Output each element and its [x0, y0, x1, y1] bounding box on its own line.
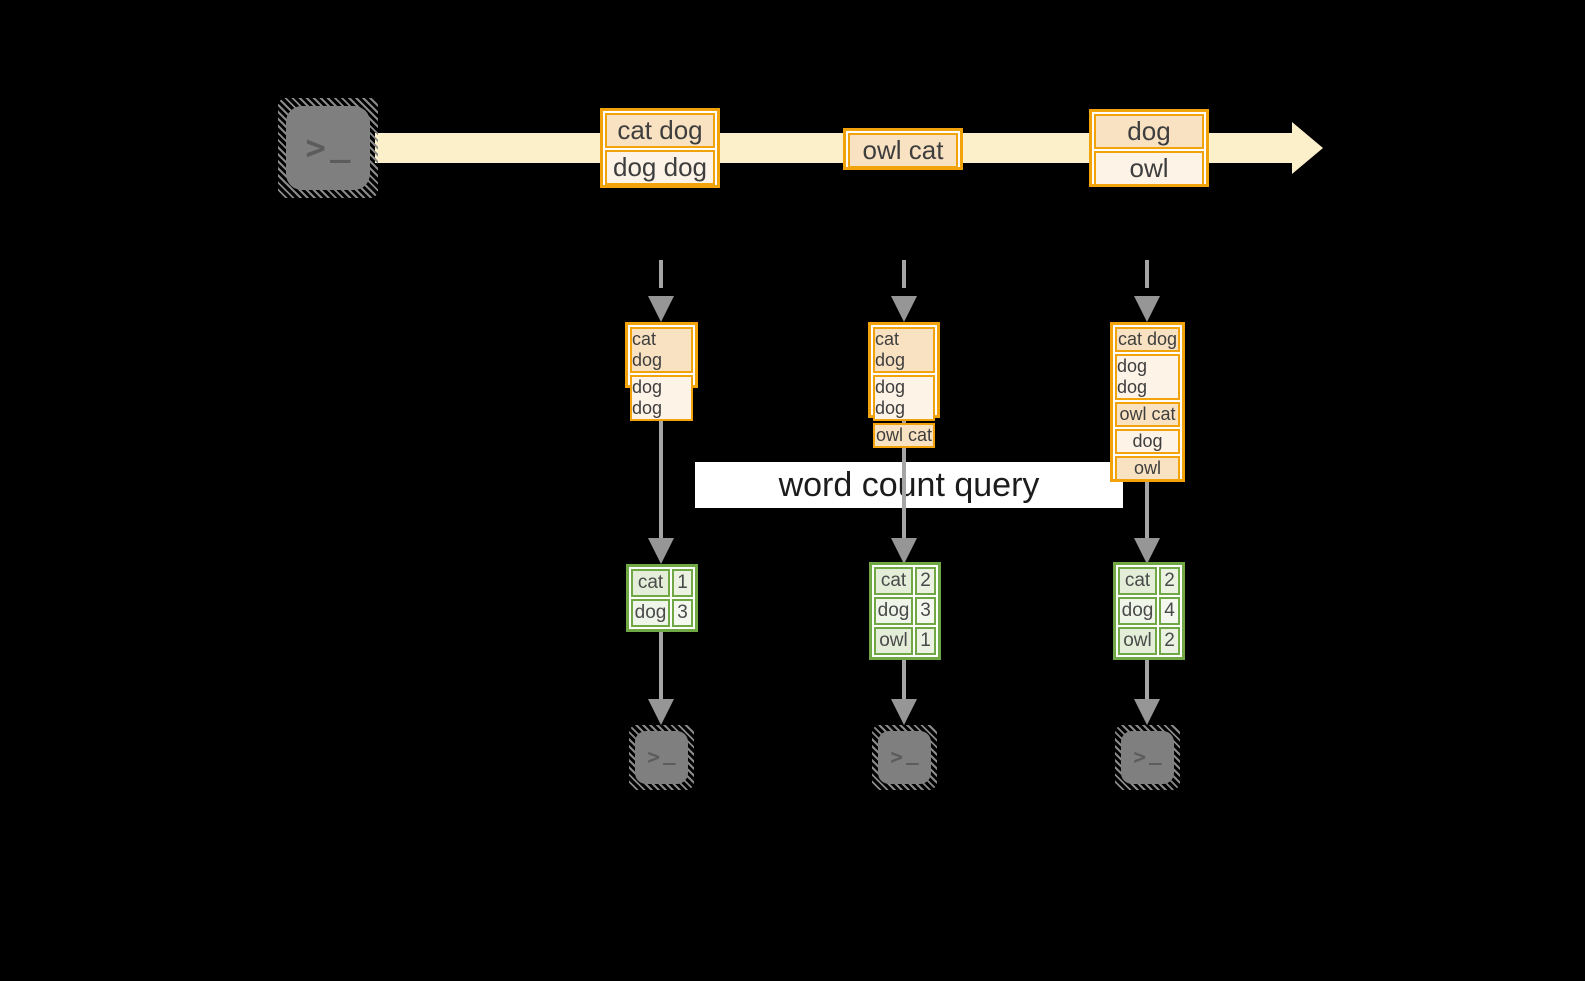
connector-line — [902, 660, 906, 699]
batch-cell: dog dog — [605, 150, 715, 185]
terminal-icon-body: > _ — [1121, 731, 1174, 784]
arrowhead-icon — [1134, 699, 1160, 725]
timeline-arrowhead-icon — [1292, 122, 1323, 174]
count-row: cat 2 — [874, 567, 936, 595]
counts-table-2: cat 2 dog 3 owl 1 — [869, 562, 941, 660]
terminal-prompt-icon: > _ — [305, 127, 351, 168]
count-row: owl 1 — [874, 627, 936, 655]
state-cell: dog dog — [1115, 354, 1180, 400]
prompt-cursor: _ — [1149, 741, 1162, 765]
connector-line — [902, 418, 906, 538]
count-value: 1 — [672, 569, 693, 597]
count-row: cat 2 — [1118, 567, 1180, 595]
prompt-cursor: _ — [663, 741, 676, 765]
count-word: cat — [631, 569, 670, 597]
count-row: cat 1 — [631, 569, 693, 597]
state-cell: dog — [1115, 429, 1180, 454]
terminal-icon-body: > _ — [286, 106, 370, 190]
count-word: dog — [1118, 597, 1157, 625]
count-word: owl — [1118, 627, 1157, 655]
terminal-icon-body: > _ — [878, 731, 931, 784]
count-row: dog 4 — [1118, 597, 1180, 625]
state-cell: owl — [1115, 456, 1180, 481]
count-word: cat — [1118, 567, 1157, 595]
count-value: 4 — [1159, 597, 1180, 625]
prompt-chevron: > — [890, 745, 903, 769]
counts-table-1: cat 1 dog 3 — [626, 564, 698, 632]
terminal-prompt-icon: > _ — [647, 743, 675, 769]
sink-terminal-icon-2: > _ — [872, 725, 937, 790]
connector-line — [1145, 482, 1149, 538]
prompt-cursor: _ — [330, 124, 351, 164]
count-word: dog — [874, 597, 913, 625]
sink-terminal-icon-3: > _ — [1115, 725, 1180, 790]
terminal-prompt-icon: > _ — [890, 743, 918, 769]
prompt-cursor: _ — [906, 741, 919, 765]
count-value: 2 — [915, 567, 936, 595]
terminal-icon-body: > _ — [635, 731, 688, 784]
count-row: owl 2 — [1118, 627, 1180, 655]
batch-box-3: dog owl — [1089, 109, 1209, 187]
state-box-1: cat dog dog dog — [625, 322, 698, 421]
prompt-chevron: > — [305, 128, 326, 168]
dashed-arrow-line-2 — [902, 260, 906, 288]
state-box-3: cat dog dog dog owl cat dog owl — [1110, 322, 1185, 482]
arrowhead-icon — [1134, 538, 1160, 564]
arrowhead-icon — [648, 538, 674, 564]
batch-cell: dog — [1094, 114, 1204, 149]
arrowhead-icon — [891, 538, 917, 564]
batch-box-1: cat dog dog dog — [600, 108, 720, 188]
dashed-arrowhead-icon-1 — [648, 296, 674, 322]
state-cell: dog dog — [630, 375, 693, 421]
connector-line — [1145, 660, 1149, 699]
dashed-arrowhead-icon-3 — [1134, 296, 1160, 322]
batch-box-2: owl cat — [843, 128, 963, 170]
count-value: 3 — [672, 599, 693, 627]
word-count-query-label: word count query — [695, 462, 1123, 508]
count-value: 2 — [1159, 627, 1180, 655]
dashed-arrow-line-1 — [659, 260, 663, 288]
prompt-chevron: > — [647, 745, 660, 769]
batch-cell: cat dog — [605, 113, 715, 148]
word-count-query-text: word count query — [778, 465, 1040, 504]
state-cell: dog dog — [873, 375, 935, 421]
state-box-2: cat dog dog dog owl cat — [868, 322, 940, 448]
count-word: dog — [631, 599, 670, 627]
source-terminal-icon: > _ — [278, 98, 378, 198]
state-cell: cat dog — [873, 327, 935, 373]
state-cell: cat dog — [630, 327, 693, 373]
count-row: dog 3 — [874, 597, 936, 625]
counts-table-3: cat 2 dog 4 owl 2 — [1113, 562, 1185, 660]
prompt-chevron: > — [1133, 745, 1146, 769]
count-value: 1 — [915, 627, 936, 655]
arrowhead-icon — [891, 699, 917, 725]
count-row: dog 3 — [631, 599, 693, 627]
connector-line — [659, 388, 663, 538]
dashed-arrowhead-icon-2 — [891, 296, 917, 322]
sink-terminal-icon-1: > _ — [629, 725, 694, 790]
dashed-arrow-line-3 — [1145, 260, 1149, 288]
arrowhead-icon — [648, 699, 674, 725]
count-word: owl — [874, 627, 913, 655]
state-cell: cat dog — [1115, 327, 1180, 352]
count-value: 2 — [1159, 567, 1180, 595]
batch-cell: owl — [1094, 151, 1204, 186]
terminal-prompt-icon: > _ — [1133, 743, 1161, 769]
count-value: 3 — [915, 597, 936, 625]
connector-line — [659, 632, 663, 699]
state-cell: owl cat — [873, 423, 935, 448]
count-word: cat — [874, 567, 913, 595]
batch-cell: owl cat — [848, 133, 958, 168]
state-cell: owl cat — [1115, 402, 1180, 427]
